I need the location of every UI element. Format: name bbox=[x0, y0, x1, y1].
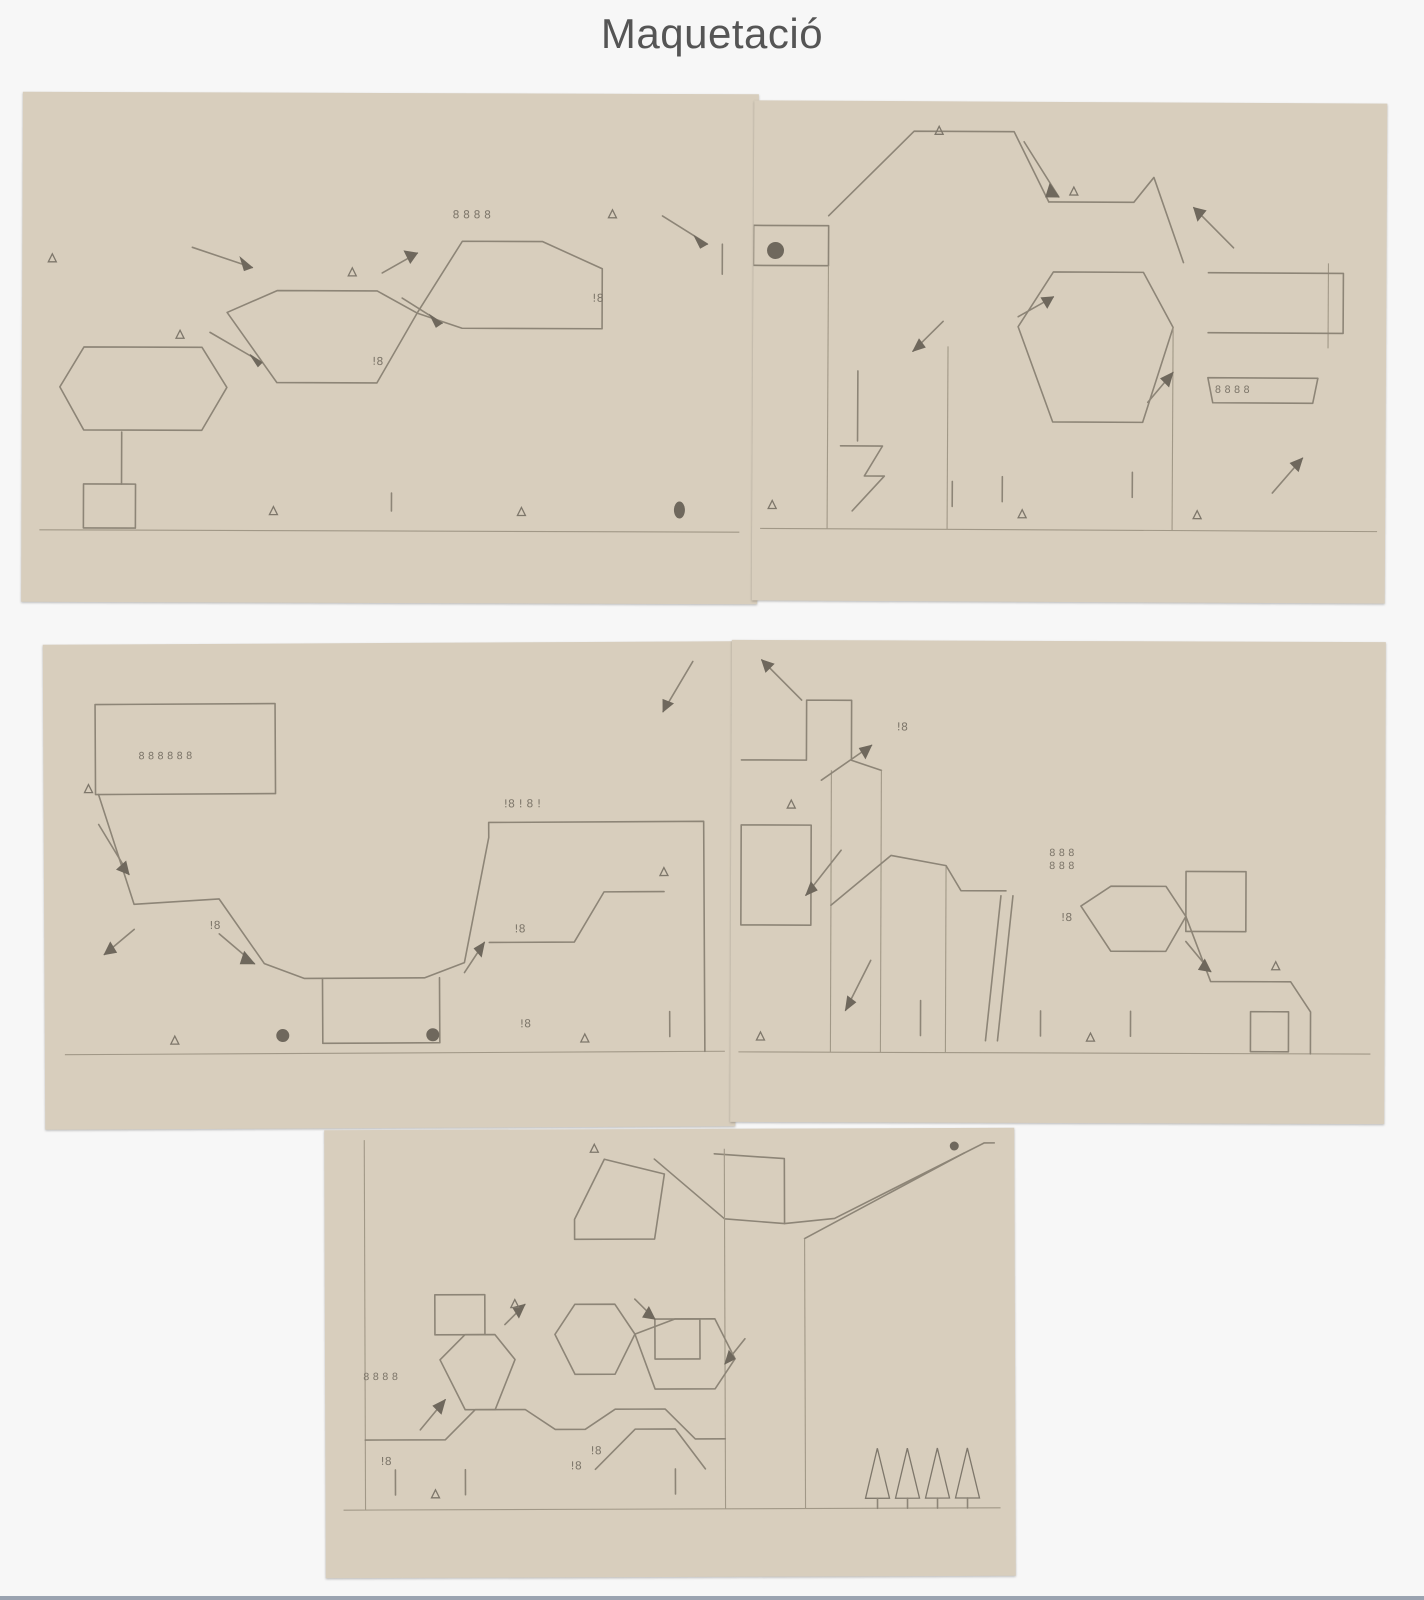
level-sketch-5: 8 8 8 8 !8 !8 !8 bbox=[324, 1127, 1016, 1579]
bottom-bar bbox=[0, 1596, 1424, 1600]
svg-text:!8 ! 8 !: !8 ! 8 ! bbox=[504, 797, 542, 810]
svg-text:8 8 8 8: 8 8 8 8 bbox=[452, 208, 491, 221]
pencil-sketch-5: 8 8 8 8 !8 !8 !8 bbox=[343, 1140, 1001, 1511]
level-sketch-2: 8 8 8 8 bbox=[751, 100, 1388, 604]
svg-text:!8: !8 bbox=[372, 355, 383, 368]
pencil-sketch-4: 8 8 8 8 8 8 !8 !8 bbox=[738, 659, 1371, 1055]
pencil-sketch-2: 8 8 8 8 bbox=[752, 124, 1378, 533]
level-sketch-4: 8 8 8 8 8 8 !8 !8 bbox=[730, 639, 1386, 1125]
svg-text:!8: !8 bbox=[897, 720, 908, 733]
pencil-sketch-1: 8 8 8 8 !8 !8 bbox=[39, 208, 740, 533]
svg-text:!8: !8 bbox=[590, 1444, 601, 1457]
pencil-sketch-3: 8 8 8 8 8 8 !8 ! 8 ! !8 !8 !8 bbox=[64, 660, 725, 1056]
svg-text:8 8 8: 8 8 8 bbox=[1049, 861, 1074, 872]
svg-text:!8: !8 bbox=[1061, 911, 1072, 924]
svg-text:!8: !8 bbox=[514, 922, 525, 935]
svg-text:!8: !8 bbox=[520, 1017, 531, 1030]
svg-text:!8: !8 bbox=[592, 292, 603, 305]
svg-text:!8: !8 bbox=[380, 1455, 391, 1468]
level-sketch-3: 8 8 8 8 8 8 !8 ! 8 ! !8 !8 !8 bbox=[42, 641, 736, 1130]
svg-text:8 8 8 8: 8 8 8 8 bbox=[1215, 385, 1250, 396]
svg-text:8 8 8 8 8 8: 8 8 8 8 8 8 bbox=[138, 751, 192, 762]
level-sketch-1: 8 8 8 8 !8 !8 bbox=[21, 91, 759, 605]
svg-text:!8: !8 bbox=[570, 1459, 581, 1472]
svg-text:8 8 8: 8 8 8 bbox=[1049, 848, 1074, 859]
svg-text:!8: !8 bbox=[209, 919, 220, 932]
svg-text:8 8 8 8: 8 8 8 8 bbox=[363, 1372, 398, 1383]
slide-title: Maquetació bbox=[600, 10, 824, 57]
